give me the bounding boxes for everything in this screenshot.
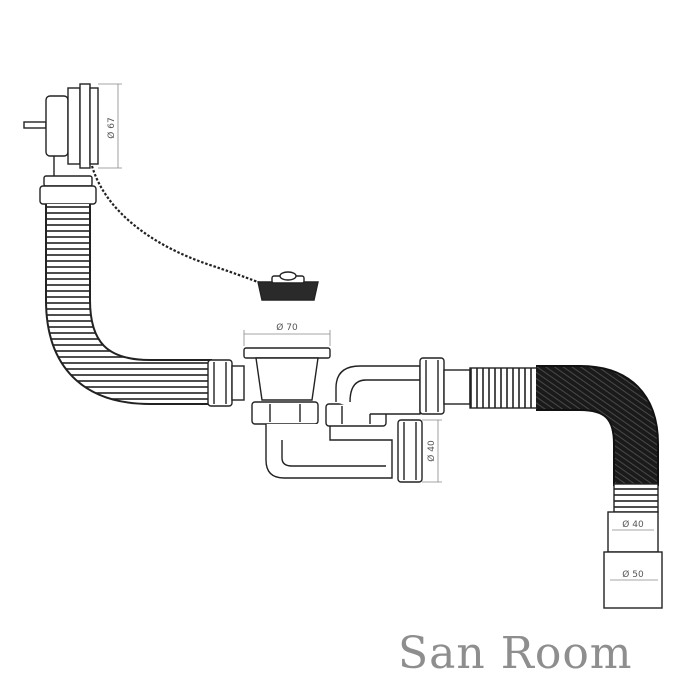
dim-outlet-inner: Ø 40 [622, 519, 644, 530]
right-hose-light [469, 367, 539, 409]
watermark-text: San Room [398, 628, 633, 679]
side-outlet [397, 419, 423, 483]
drain-body [243, 347, 331, 425]
drain-flange [243, 347, 331, 359]
dim-plug-diameter: Ø 67 [106, 117, 117, 138]
overflow-flange [79, 83, 91, 169]
outlet-corrugated [613, 483, 659, 513]
upper-coupling [39, 185, 97, 205]
plug-chain [90, 165, 269, 288]
dim-side-outlet: Ø 40 [426, 440, 437, 462]
drain-nut [251, 401, 319, 425]
dim-drain-diameter: Ø 70 [276, 322, 298, 333]
stopper-plug [257, 271, 319, 301]
overflow-lever-rod [23, 121, 47, 129]
dim-outlet-outer: Ø 50 [622, 569, 644, 580]
overflow-collar [67, 87, 81, 165]
right-coupling [419, 357, 471, 415]
overflow-cover [89, 87, 99, 165]
overflow-body [45, 95, 69, 157]
upper-elbow [335, 365, 421, 415]
upper-nut [43, 175, 93, 187]
drain-bowl [255, 357, 319, 401]
overflow-assembly [23, 83, 99, 205]
dimension-lines [98, 83, 658, 581]
left-coupling [207, 359, 245, 407]
